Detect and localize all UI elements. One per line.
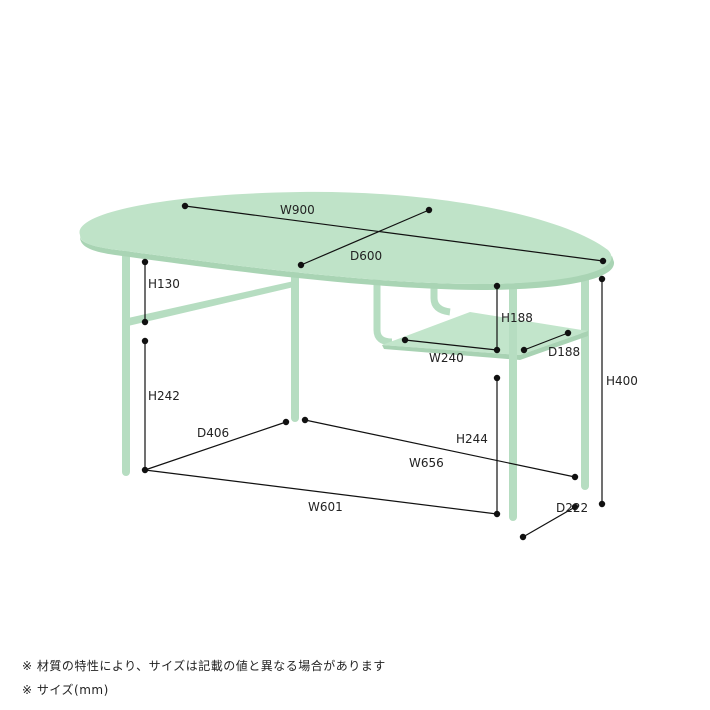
shelf (382, 312, 588, 355)
note-material: ※ 材質の特性により、サイズは記載の値と異なる場合があります (22, 659, 386, 673)
tabletop (79, 191, 612, 284)
label-d406: D406 (197, 426, 229, 440)
label-h130: H130 (148, 277, 180, 291)
shelf-support (430, 280, 451, 316)
label-h242: H242 (148, 389, 180, 403)
label-d188: D188 (548, 345, 580, 359)
table-illustration (79, 191, 615, 521)
label-w656: W656 (409, 456, 444, 470)
shelf-support (373, 278, 393, 346)
label-d222: D222 (556, 501, 588, 515)
label-h400: H400 (606, 374, 638, 388)
label-h244: H244 (456, 432, 488, 446)
label-w900: W900 (280, 203, 315, 217)
label-w601: W601 (308, 500, 343, 514)
tabletop-edge (80, 237, 615, 290)
front-left-leg (122, 250, 130, 476)
dimension-lines (141, 202, 607, 541)
back-left-leg (291, 270, 299, 422)
shelf-edge (382, 331, 588, 360)
note-unit: ※ サイズ(mm) (22, 683, 109, 697)
label-w240: W240 (429, 351, 464, 365)
stretcher (128, 281, 294, 326)
label-h188: H188 (501, 311, 533, 325)
dimension-labels: W900 D600 H130 H242 D406 W601 W656 H188 … (148, 203, 638, 515)
back-right-leg (581, 275, 589, 490)
label-d600: D600 (350, 249, 382, 263)
front-right-leg (509, 285, 517, 521)
